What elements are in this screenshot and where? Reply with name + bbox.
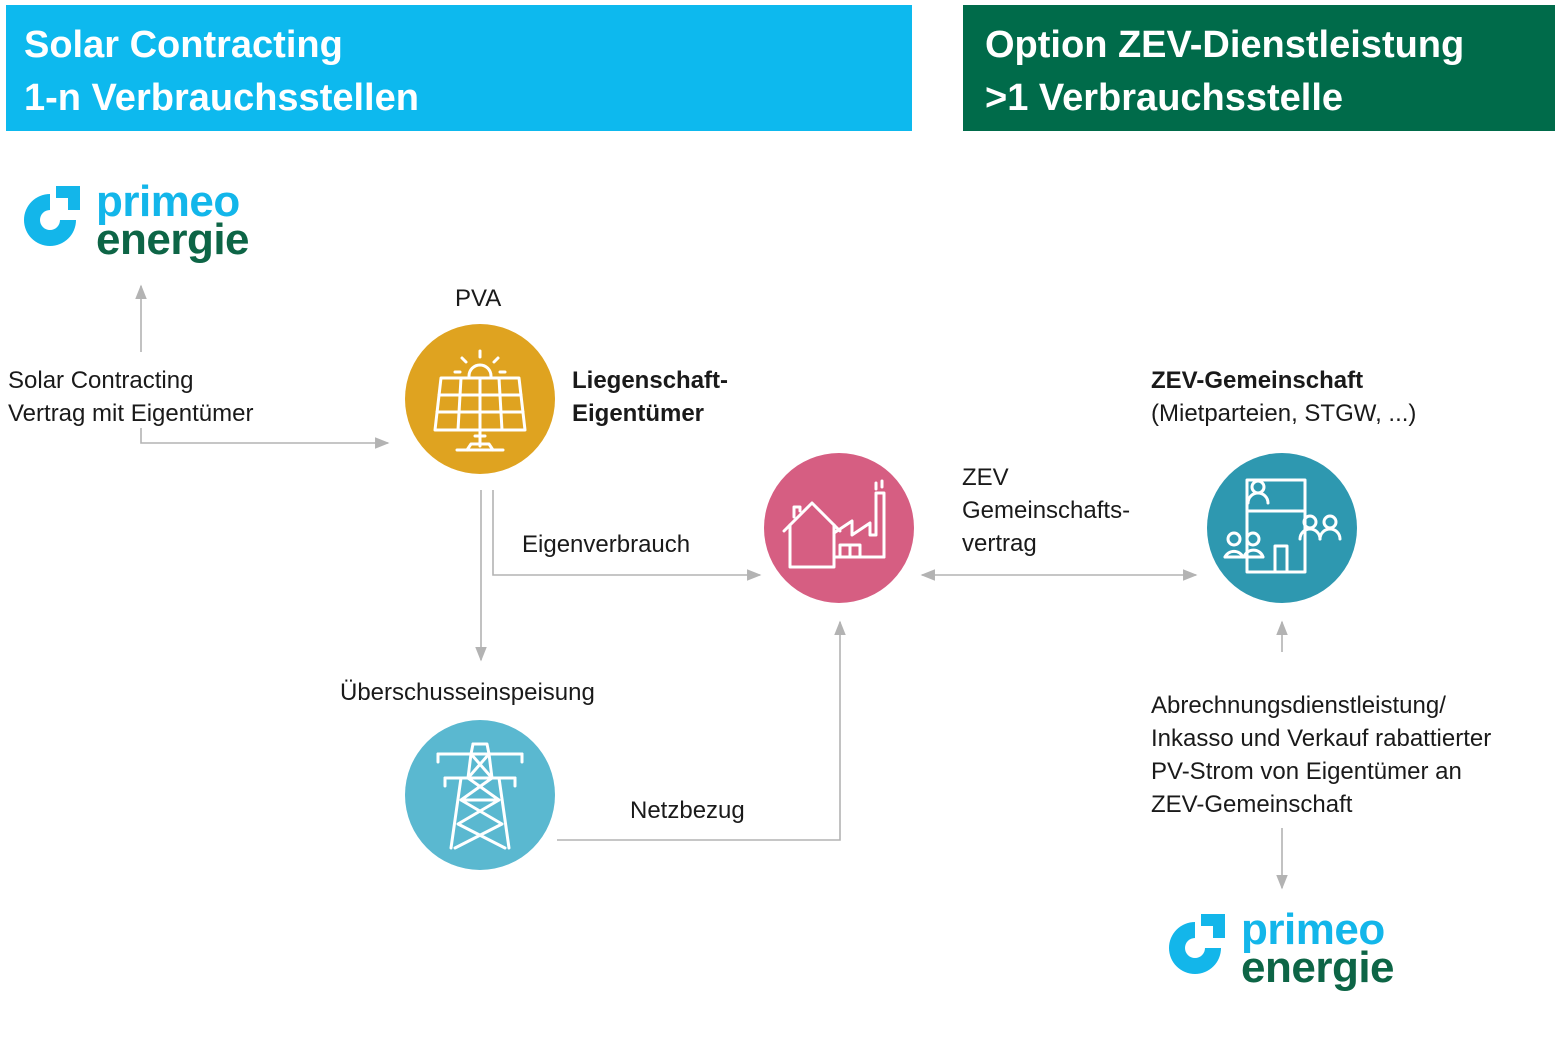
header-right-line2: >1 Verbrauchsstelle [985,77,1344,119]
house-factory-icon [782,479,886,569]
header-left-line1: Solar Contracting [24,24,343,66]
community-circle [1207,453,1357,603]
logo-word-energie: energie [96,215,250,264]
header-right-line1: Option ZEV-Dienstleistung [985,24,1465,66]
arrow-eigenverbrauch [492,490,762,581]
billing-line1: Abrechnungsdienstleistung/ [1151,692,1446,719]
solar-panel-icon [433,349,527,452]
pva-circle [405,324,555,474]
grid-circle [405,720,555,870]
zev-community-title: ZEV-Gemeinschaft [1151,367,1364,394]
netzbezug-label: Netzbezug [630,797,745,824]
logo-word-primeo: primeo [1241,905,1385,954]
billing-line3: PV-Strom von Eigentümer an [1151,758,1462,785]
eigenverbrauch-label: Eigenverbrauch [522,531,691,558]
zev-community-label: ZEV-Gemeinschaft (Mietparteien, STGW, ..… [1151,364,1416,430]
community-building-icon [1223,478,1342,574]
consumer-circle [764,453,914,603]
billing-line4: ZEV-Gemeinschaft [1151,791,1353,818]
zev-community-subtitle: (Mietparteien, STGW, ...) [1151,400,1417,427]
arrow-contract-to-owner [140,428,390,449]
power-pylon-icon [436,742,524,850]
primeo-logo-icon [1169,914,1225,974]
header-zev-option: Option ZEV-Dienstleistung >1 Verbrauchss… [963,5,1555,131]
owner-line1: Liegenschaft- [572,367,729,394]
billing-line2: Inkasso und Verkauf rabattierter [1151,725,1492,752]
zev-contract-line2: Gemeinschafts- [962,497,1131,524]
primeo-logo-bottom: primeo energie [1155,908,1435,1018]
solar-contract-label: Solar Contracting Vertrag mit Eigentümer [8,364,253,430]
header-left-line2: 1-n Verbrauchsstellen [24,77,419,119]
solar-contract-line2: Vertrag mit Eigentümer [8,400,254,427]
zev-contract-label: ZEV Gemeinschafts- vertrag [962,461,1130,560]
zev-contract-line1: ZEV [962,464,1009,491]
billing-label: Abrechnungsdienstleistung/ Inkasso und V… [1151,689,1491,821]
pva-label: PVA [455,285,502,312]
primeo-logo-icon [24,186,80,246]
header-solar-contracting: Solar Contracting 1-n Verbrauchsstellen [6,5,912,131]
logo-word-energie: energie [1241,943,1395,992]
primeo-logo-top: primeo energie [10,180,290,290]
ueberschuss-label: Überschusseinspeisung [340,679,595,706]
owner-label: Liegenschaft- Eigentümer [572,364,728,430]
zev-contract-line3: vertrag [962,530,1037,557]
arrow-netzbezug [557,620,846,841]
solar-contract-line1: Solar Contracting [8,367,194,394]
owner-line2: Eigentümer [572,400,705,427]
logo-word-primeo: primeo [96,177,240,226]
